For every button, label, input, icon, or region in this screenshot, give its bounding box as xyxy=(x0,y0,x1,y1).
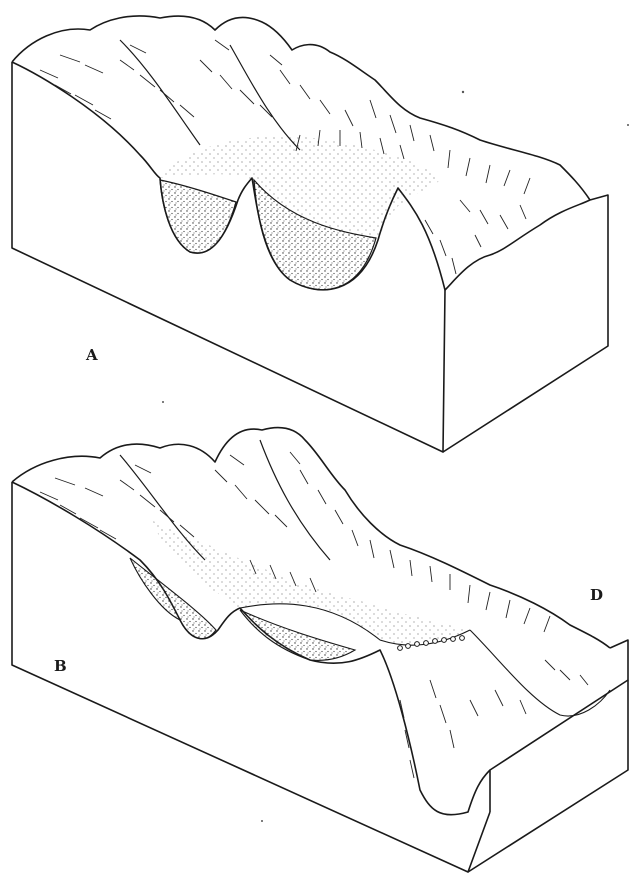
block-b-valley-line xyxy=(470,630,610,716)
block-b-hachures xyxy=(40,452,588,778)
block-b-lake-center xyxy=(240,610,355,660)
panel-label-d: D xyxy=(590,586,603,604)
block-a-ridge-2 xyxy=(230,45,300,150)
block-b-front-face xyxy=(12,482,490,872)
block-b-side-face xyxy=(490,640,628,812)
block-b-front-profile xyxy=(12,482,490,815)
block-b-back-skyline xyxy=(12,428,610,648)
block-a-right-valley xyxy=(445,200,590,290)
block-b-side-face-bottom xyxy=(468,680,628,872)
panel-label-a: A xyxy=(86,346,98,364)
panel-label-b: B xyxy=(54,657,67,675)
block-a-ridge-1 xyxy=(120,40,200,145)
block-a-lake-left xyxy=(160,180,236,253)
block-a-front-face xyxy=(12,62,445,452)
